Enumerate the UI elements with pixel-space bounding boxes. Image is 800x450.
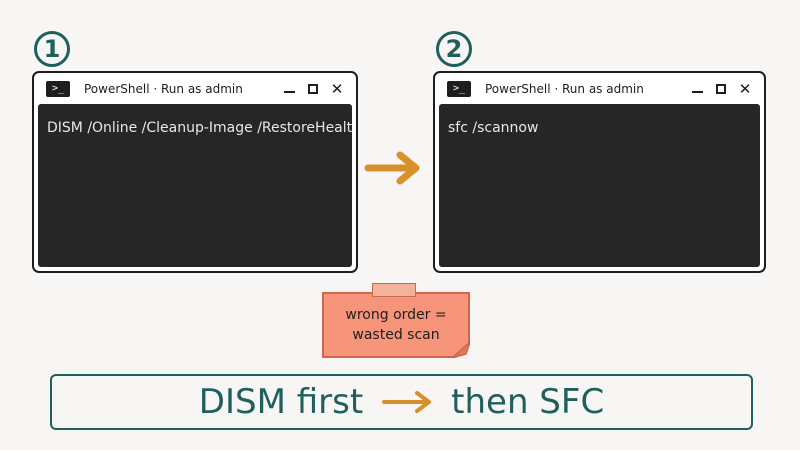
minimize-icon[interactable]	[686, 78, 708, 100]
note-line-2: wasted scan	[352, 327, 440, 343]
banner-left-text: DISM first	[198, 382, 364, 422]
note-line-1: wrong order =	[345, 307, 447, 323]
console-1[interactable]: DISM /Online /Cleanup-Image /RestoreHeal…	[38, 104, 352, 267]
tape-strip	[372, 283, 416, 297]
command-2: sfc /scannow	[448, 120, 539, 136]
banner-right-text: then SFC	[451, 382, 605, 422]
note-fold-corner	[452, 342, 470, 358]
command-1: DISM /Online /Cleanup-Image /RestoreHeal…	[47, 120, 352, 136]
close-icon[interactable]: ✕	[330, 79, 344, 98]
maximize-icon[interactable]	[710, 78, 732, 100]
step-1-badge: 1	[34, 31, 70, 67]
powershell-icon: >_	[46, 80, 70, 97]
powershell-window-1: >_ PowerShell · Run as admin ✕ DISM /Onl…	[32, 71, 358, 273]
powershell-window-2: >_ PowerShell · Run as admin ✕ sfc /scan…	[433, 71, 766, 273]
close-icon[interactable]: ✕	[738, 79, 752, 98]
window-1-titlebar: >_ PowerShell · Run as admin ✕	[34, 73, 356, 104]
minimize-icon[interactable]	[278, 78, 300, 100]
maximize-icon[interactable]	[302, 78, 324, 100]
window-2-titlebar: >_ PowerShell · Run as admin ✕	[435, 73, 764, 104]
right-arrow-icon	[382, 391, 432, 413]
summary-banner: DISM first then SFC	[50, 374, 753, 430]
powershell-icon: >_	[447, 80, 471, 97]
window-1-title: PowerShell · Run as admin	[84, 81, 243, 96]
console-2[interactable]: sfc /scannow	[439, 104, 760, 267]
window-2-title: PowerShell · Run as admin	[485, 81, 644, 96]
step-2-badge: 2	[436, 31, 472, 67]
warning-sticky-note: wrong order = wasted scan	[322, 292, 470, 358]
right-arrow-icon	[364, 151, 420, 185]
